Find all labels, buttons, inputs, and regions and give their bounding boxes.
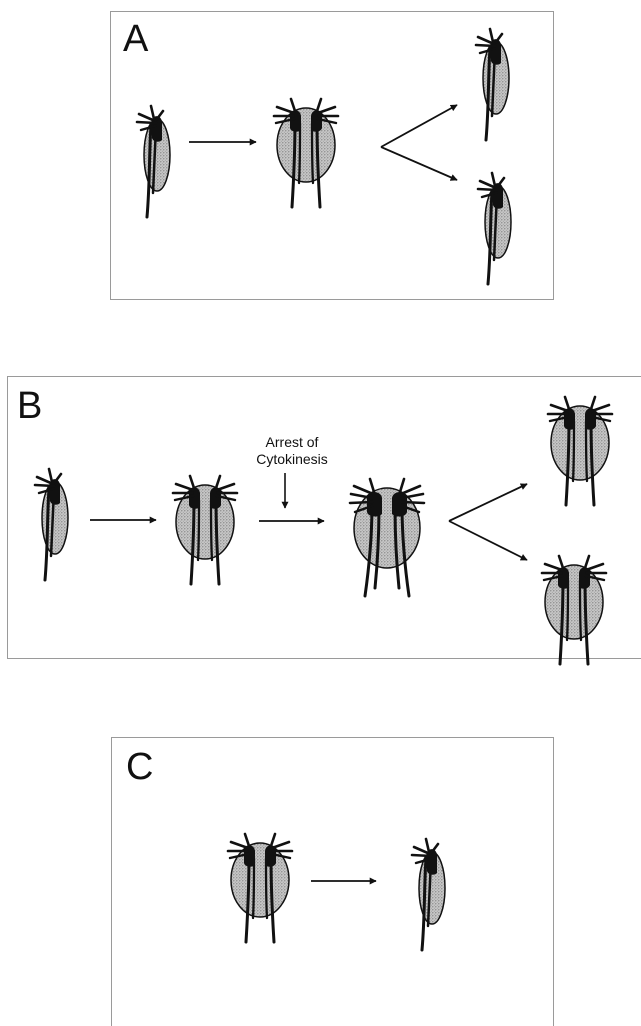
panel-a-dividing-cell <box>274 99 338 207</box>
panel-a-daughter-cell-upper <box>476 29 509 140</box>
panel-a-lower-split-arrow <box>381 147 457 180</box>
panel-b-lower-split-arrow <box>449 521 527 560</box>
panel-b-dividing-cell <box>173 476 237 584</box>
panel-c-single-cell <box>412 839 445 950</box>
panel-b-daughter-cell-upper <box>548 397 612 505</box>
panel-a-single-cell <box>137 106 170 217</box>
panel-b-single-cell <box>35 469 68 580</box>
panel-a-upper-split-arrow <box>381 105 457 147</box>
panel-b-upper-split-arrow <box>449 484 527 521</box>
panel-b-daughter-cell-lower <box>542 556 606 664</box>
panel-a-daughter-cell-lower <box>478 173 511 284</box>
panel-b-arrested-cell <box>350 479 424 596</box>
panel-c-double-cell <box>228 834 292 942</box>
